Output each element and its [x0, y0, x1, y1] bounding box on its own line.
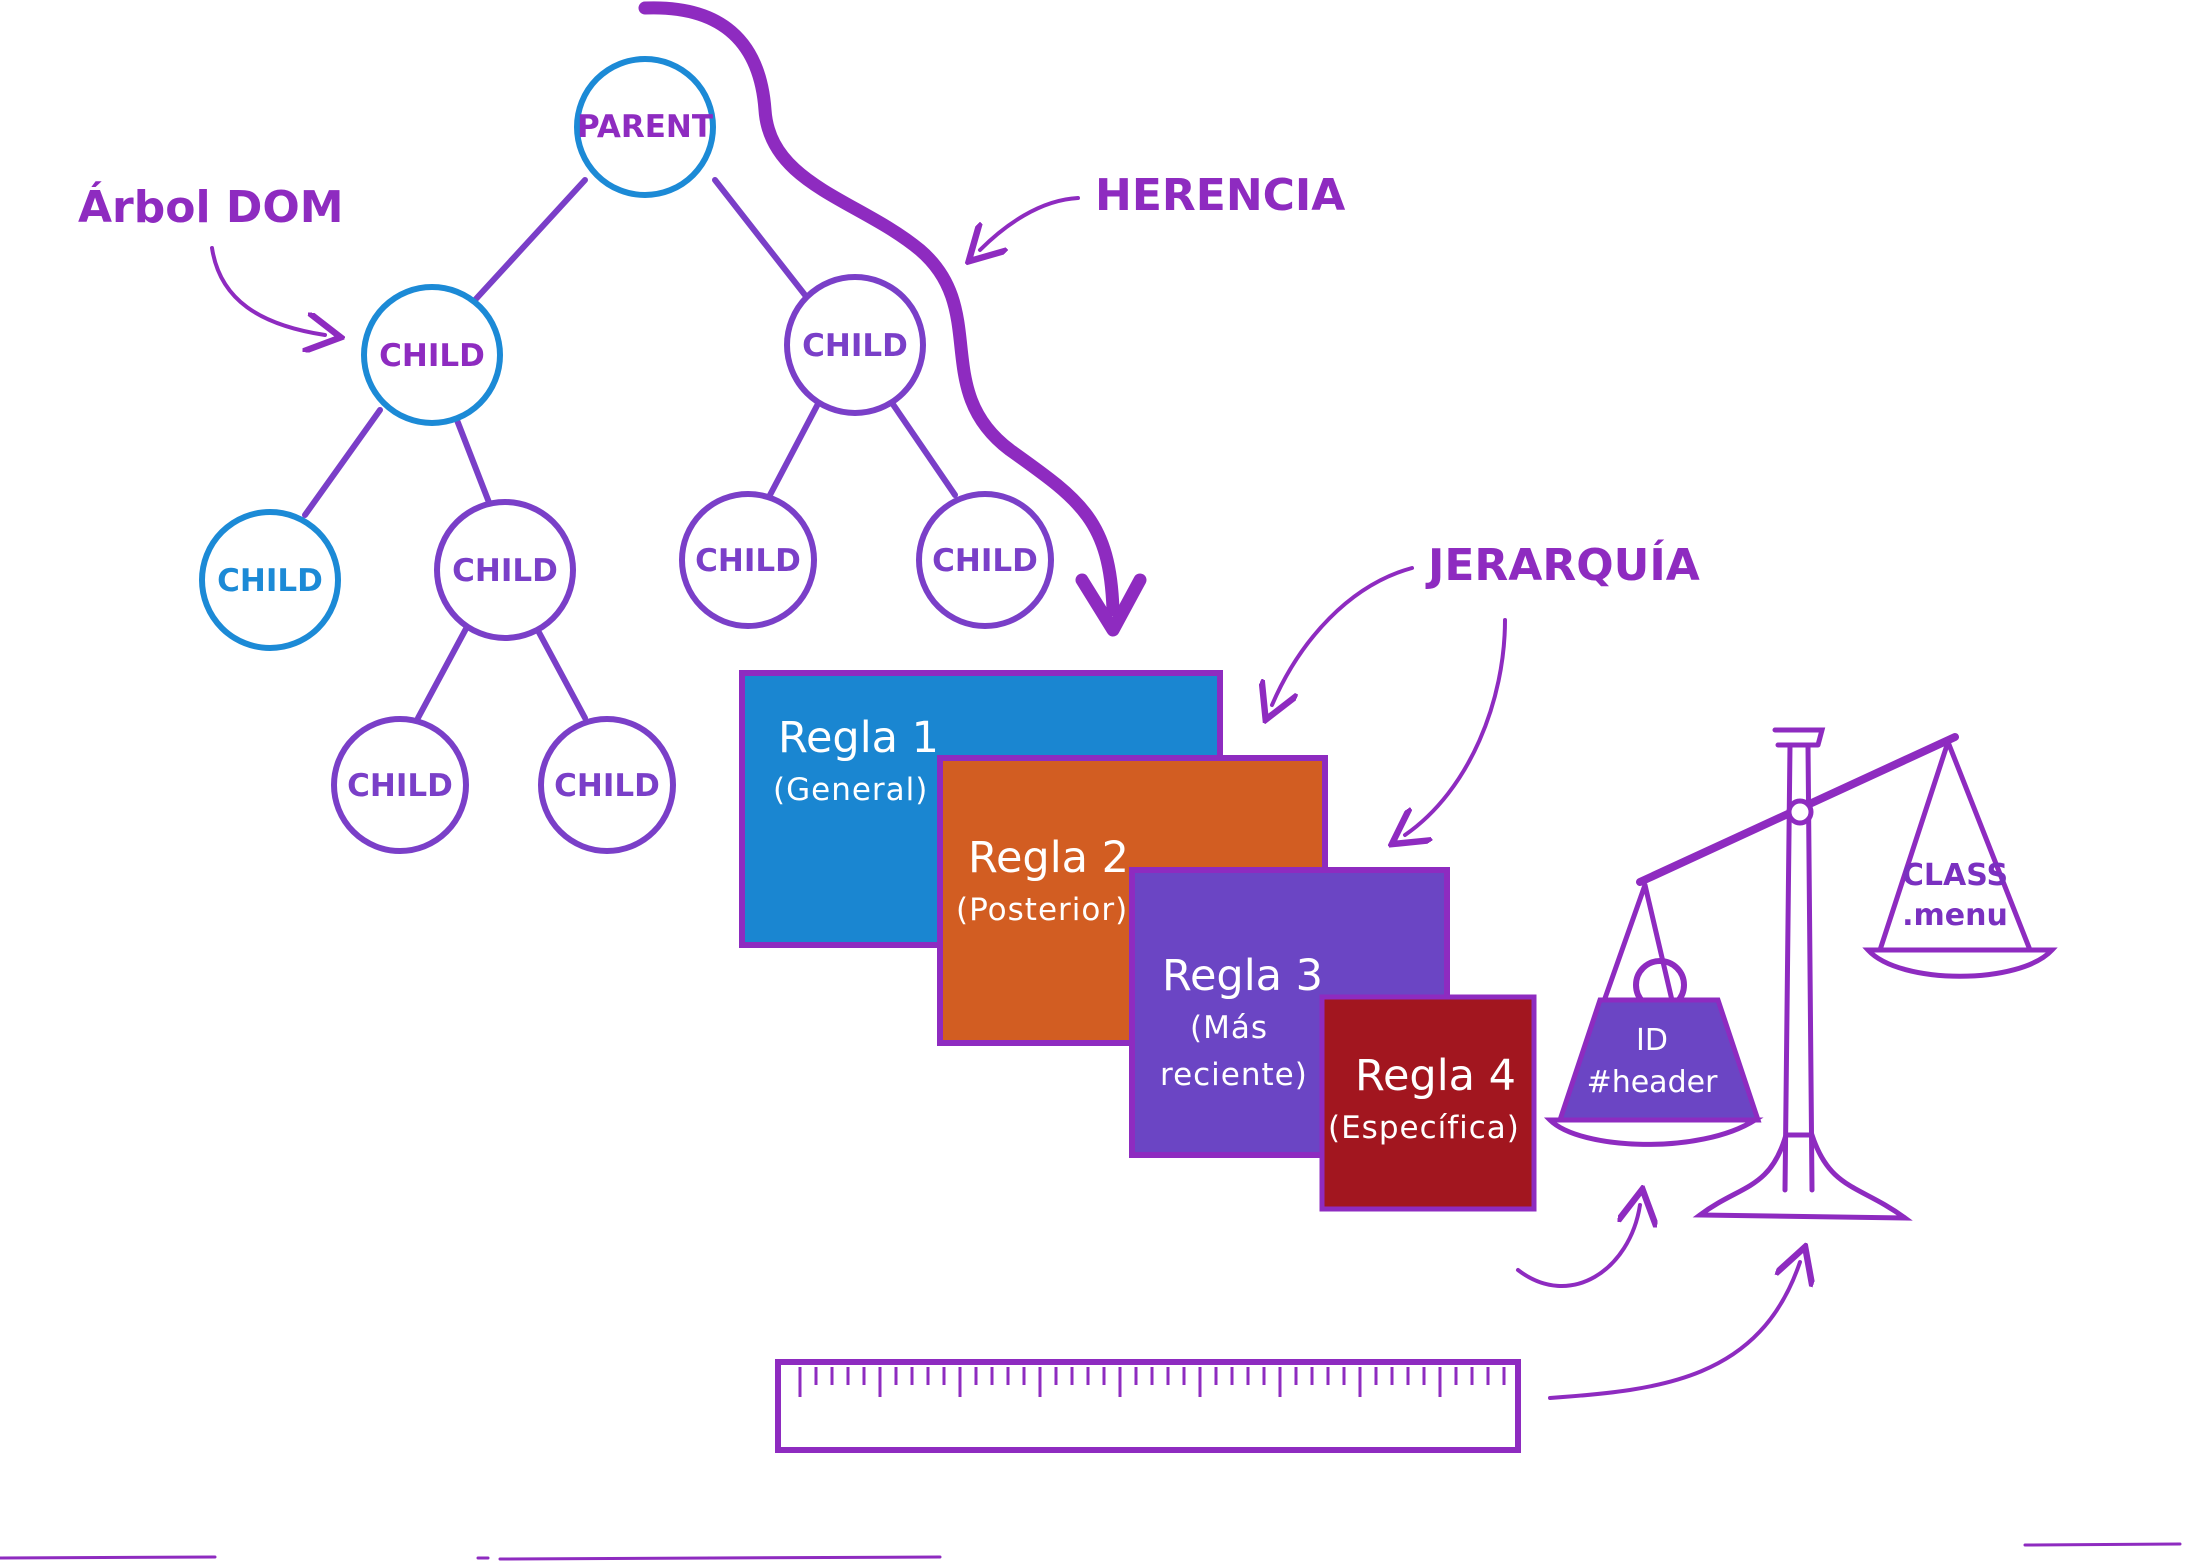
edge-left-child-1	[302, 407, 383, 518]
edge-parent-child-right	[712, 177, 808, 298]
right-pan	[1862, 947, 2058, 979]
tree-node-child: CHILD	[434, 499, 576, 641]
edge-right-child-1	[767, 397, 823, 498]
weight-to-scale-arrow	[1516, 1205, 1640, 1288]
hierarchy-arrow-1	[1272, 566, 1414, 705]
id-weight-label: ID	[1636, 1023, 1668, 1058]
node-label: CHILD	[347, 768, 453, 804]
tree-node-child: CHILD	[538, 716, 676, 854]
node-label: CHILD	[932, 543, 1038, 579]
rule-subtitle: (Específica)	[1328, 1110, 1520, 1146]
tree-node-child: CHILD	[361, 284, 503, 426]
baseline-strokes	[0, 1542, 2182, 1561]
edge-grand-child-2	[532, 622, 588, 721]
tree-node-child: CHILD	[199, 509, 341, 651]
right-pan-strings	[1877, 739, 2033, 953]
scale-base	[1692, 1132, 1913, 1221]
node-label: CHILD	[802, 328, 908, 364]
left-pan	[1543, 1117, 1764, 1147]
rule-subtitle: (Posterior)	[956, 892, 1128, 928]
node-label: PARENT	[577, 109, 713, 145]
inheritance-label: HERENCIA	[1095, 170, 1345, 221]
rule-title: Regla 2	[968, 833, 1129, 883]
edge-left-child-2	[452, 412, 493, 508]
tree-node-child: CHILD	[916, 491, 1054, 629]
class-label: CLASS	[1902, 858, 2008, 893]
tree-node-parent: PARENT	[574, 56, 716, 198]
hierarchy-arrow-2	[1405, 618, 1507, 835]
rule-box-4: Regla 4 (Específica)	[1319, 994, 1537, 1212]
rule-title: Regla 3	[1162, 951, 1323, 1001]
dom-tree-label: Árbol DOM	[78, 180, 344, 233]
id-weight-selector: #header	[1587, 1065, 1718, 1100]
id-weight: ID #header	[1556, 958, 1762, 1123]
ruler	[775, 1359, 1521, 1453]
rule-subtitle: (Más	[1190, 1010, 1268, 1046]
node-label: CHILD	[379, 338, 485, 374]
node-label: CHILD	[217, 563, 323, 599]
ruler-to-scale-arrow	[1548, 1262, 1800, 1400]
class-pan-label: CLASS .menu	[1902, 858, 2008, 933]
class-selector: .menu	[1902, 898, 2008, 933]
node-label: CHILD	[452, 553, 558, 589]
node-label: CHILD	[695, 543, 801, 579]
edge-parent-child-left	[472, 177, 588, 303]
tree-node-child: CHILD	[784, 274, 926, 416]
ruler-ticks	[798, 1367, 1506, 1397]
tree-node-child: CHILD	[331, 716, 469, 854]
edge-right-child-2	[887, 397, 958, 498]
node-label: CHILD	[554, 768, 660, 804]
rule-subtitle-line2: reciente)	[1160, 1057, 1308, 1093]
inheritance-arrow	[980, 196, 1080, 250]
inheritance-flow-line	[638, 1, 1120, 617]
dom-tree-arrow	[210, 246, 325, 335]
scale-top-cap	[1772, 727, 1826, 748]
balance-scale	[1543, 727, 2058, 1221]
hierarchy-label: JERARQUÍA	[1425, 538, 1700, 591]
tree-edges	[302, 177, 958, 721]
scale-pivot	[1786, 798, 1814, 826]
tree-node-child: CHILD	[679, 491, 817, 629]
inheritance-flow-arrowhead	[1075, 573, 1147, 637]
rule-title: Regla 1	[778, 713, 939, 763]
edge-grand-child-1	[415, 622, 471, 721]
rule-title: Regla 4	[1355, 1051, 1516, 1101]
rule-subtitle: (General)	[773, 772, 928, 808]
